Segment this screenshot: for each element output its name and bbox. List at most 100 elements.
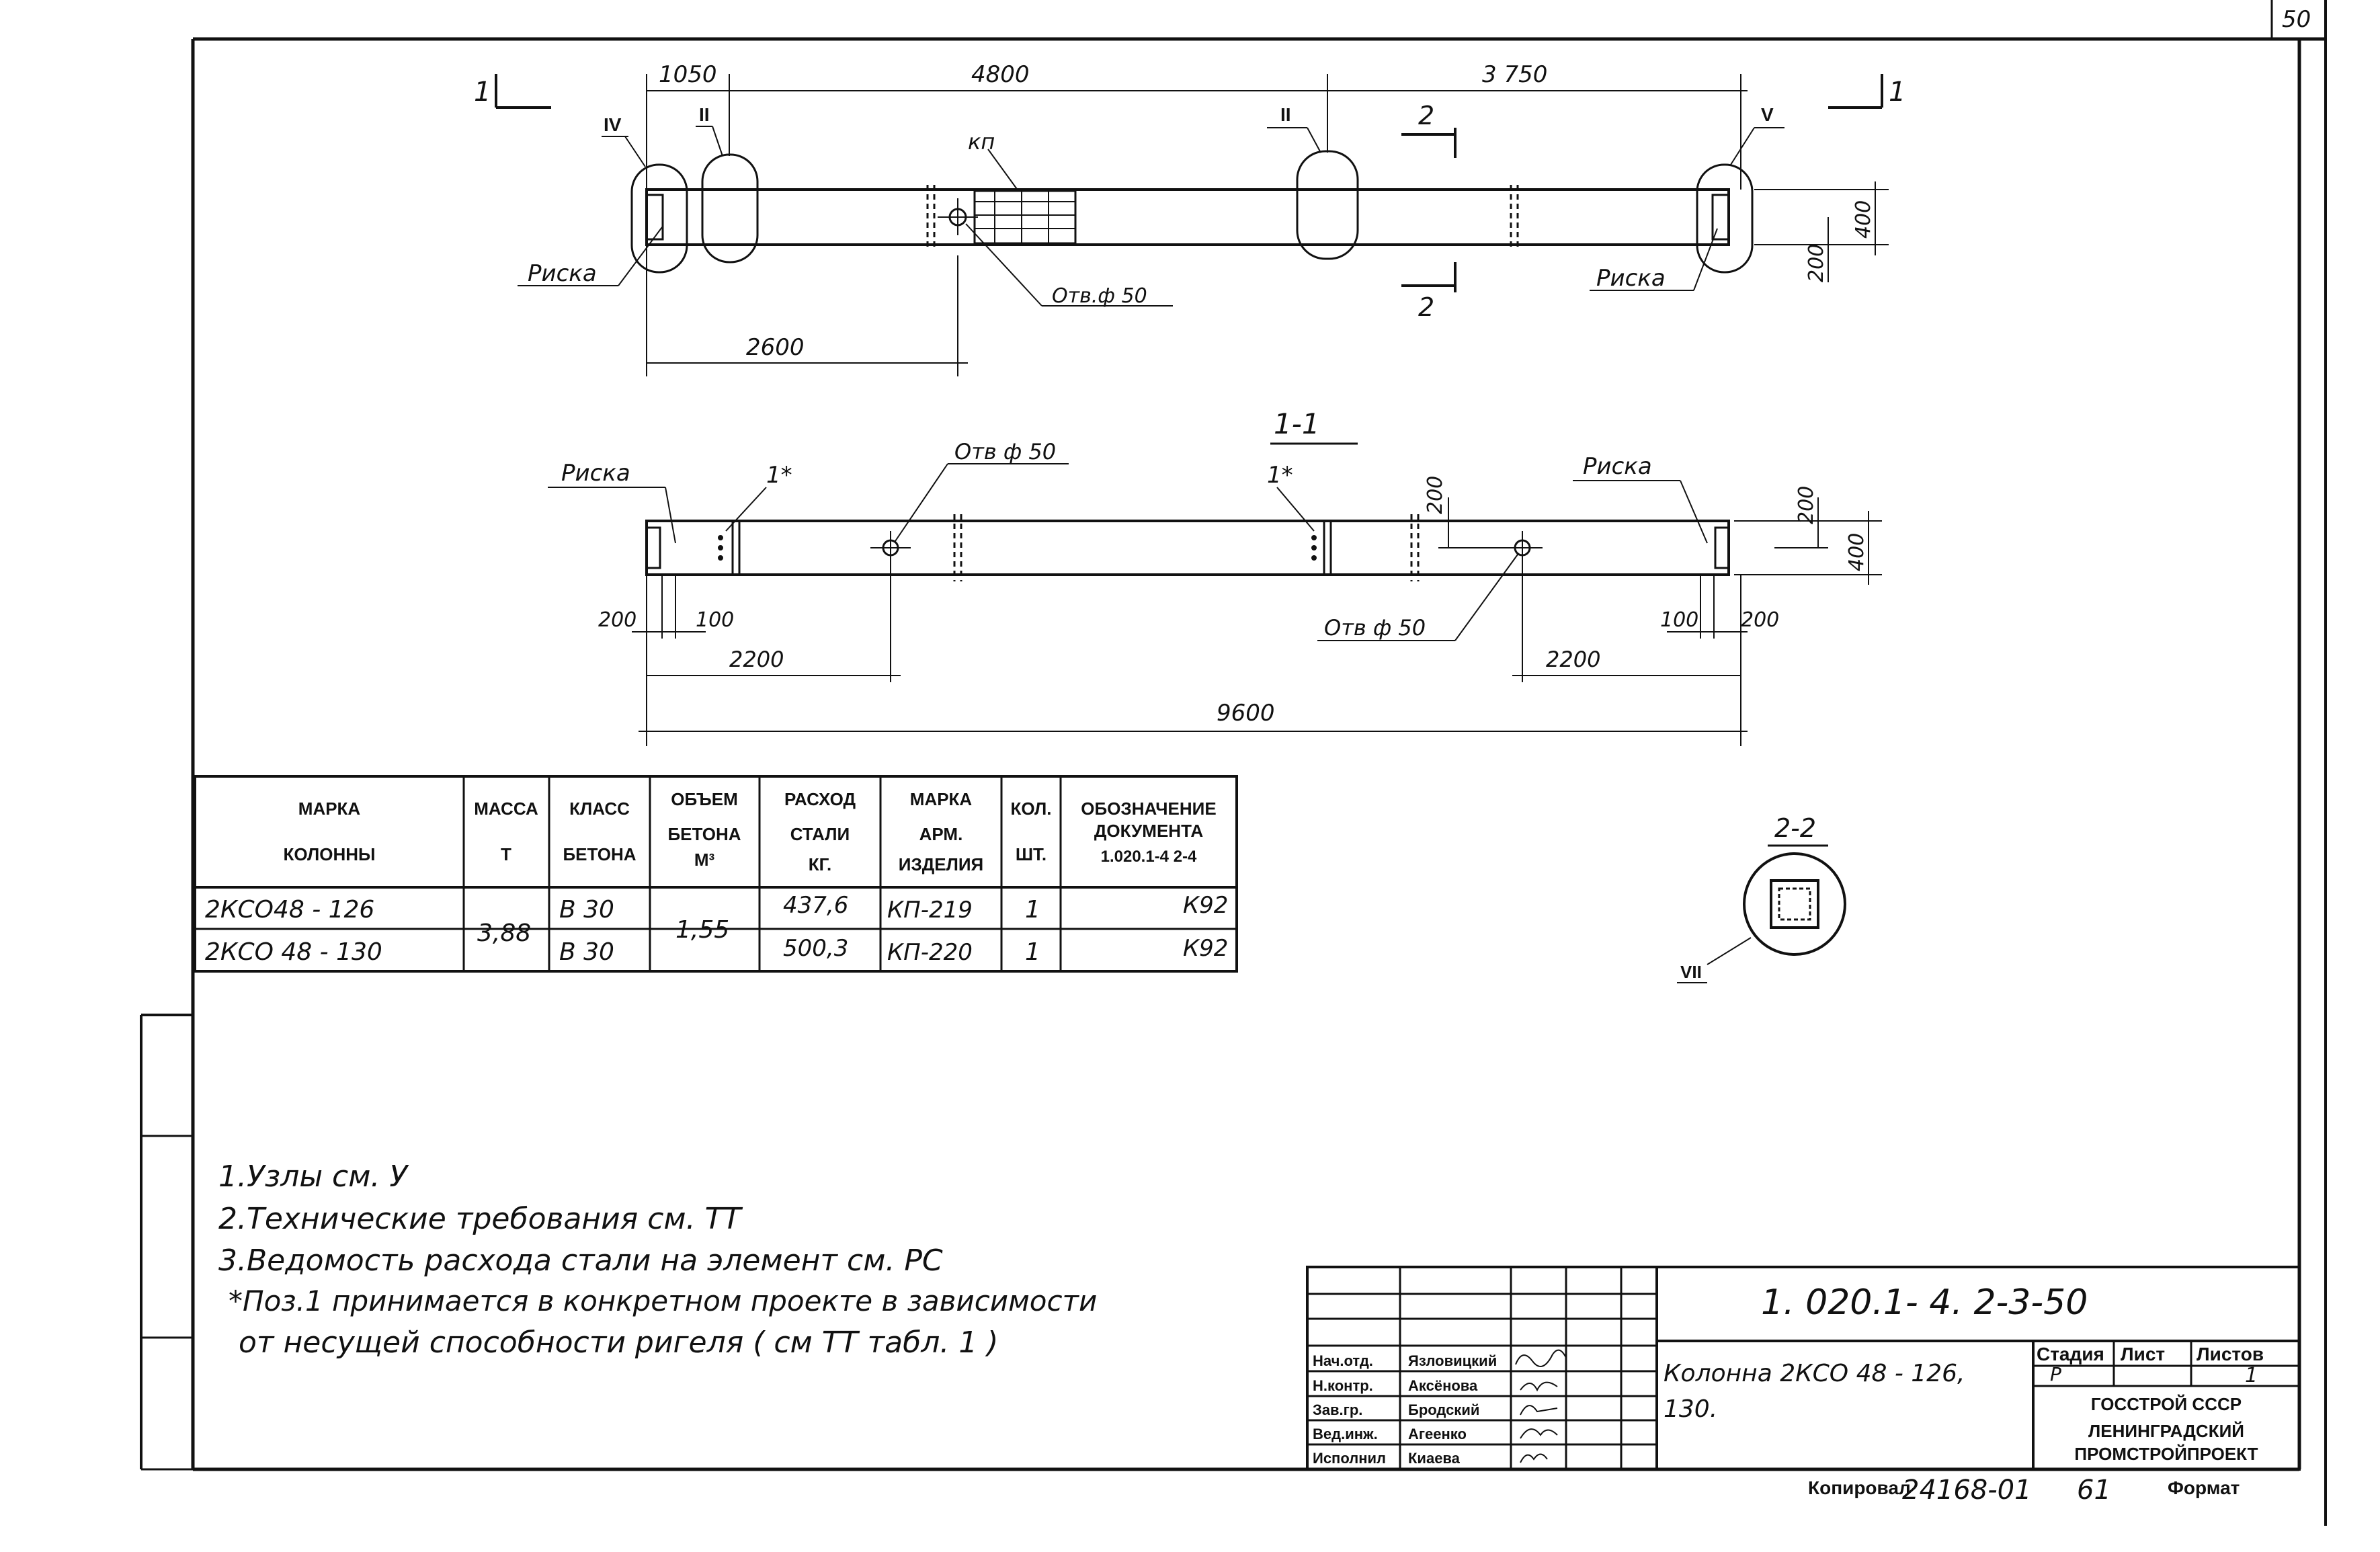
name-5: Киаева xyxy=(1408,1450,1461,1467)
section-dim-400: 400 xyxy=(1845,533,1869,571)
org-3: ПРОМСТРОЙПРОЕКТ xyxy=(2074,1444,2258,1464)
node-oval-ii-right xyxy=(1296,150,1359,260)
format-label: Формат xyxy=(2168,1477,2240,1498)
plan-hole-label: Отв.ф 50 xyxy=(1052,284,1147,308)
hdr-oboz-1: ОБОЗНАЧЕНИЕ xyxy=(1081,799,1216,819)
plan-dim-200: 200 xyxy=(1805,244,1828,282)
section-risk-right-label: Риска xyxy=(1583,453,1652,480)
section-1-left: 1 xyxy=(474,77,491,108)
hdr-marka-2: КОЛОННЫ xyxy=(284,844,376,864)
note-2: 2.Технические требования см. ТТ xyxy=(218,1202,743,1236)
plan-risk-left-label: Риска xyxy=(528,260,597,287)
section-2-top: 2 xyxy=(1418,101,1434,130)
sheet-value: 1 xyxy=(2245,1364,2258,1387)
org-1: ГОССТРОЙ СССР xyxy=(2091,1394,2242,1414)
role-1: Нач.отд. xyxy=(1313,1352,1373,1369)
row2-steel: 500,3 xyxy=(783,935,848,962)
massa-value: 3,88 xyxy=(477,920,531,947)
section-1-right: 1 xyxy=(1889,77,1905,108)
row2-doc: К92 xyxy=(1183,935,1228,962)
hdr-obyem-1: ОБЪЕМ xyxy=(671,789,738,809)
hdr-obyem-2: БЕТОНА xyxy=(667,824,741,844)
sheets-label: Листов xyxy=(2197,1344,2264,1364)
note-3: 3.Ведомость расхода стали на элемент см.… xyxy=(218,1243,943,1278)
section-hole-label-bottom: Отв ф 50 xyxy=(1324,615,1426,641)
row1-marka: 2КСО48 - 126 xyxy=(205,896,374,924)
node-mark-ii-right: II xyxy=(1280,104,1291,125)
hdr-arm-3: ИЗДЕЛИЯ xyxy=(899,854,983,874)
role-4: Вед.инж. xyxy=(1313,1426,1378,1442)
doc-code: 1. 020.1- 4. 2-3-50 xyxy=(1761,1282,2088,1323)
org-2: ЛЕНИНГРАДСКИЙ xyxy=(2088,1421,2244,1441)
node-mark-v: V xyxy=(1761,104,1774,125)
plan-view: кп Отв.ф 50 IV II II V Риска Риска xyxy=(474,61,1905,376)
name-4: Агеенко xyxy=(1408,1426,1467,1442)
element-name-2: 130. xyxy=(1664,1395,1717,1423)
section-dim-100-right: 100 xyxy=(1660,608,1698,632)
footer: Копировал 24168-01 61 Формат xyxy=(1808,1475,2240,1506)
hdr-arm-1: МАРКА xyxy=(910,789,973,809)
dim-2600: 2600 xyxy=(746,334,805,361)
notes: 1.Узлы см. У 2.Технические требования см… xyxy=(218,1159,1097,1360)
note-5: от несущей способности ригеля ( см ТТ та… xyxy=(239,1325,998,1360)
hdr-raskhod-1: РАСХОД xyxy=(784,789,856,809)
dim-1050: 1050 xyxy=(659,61,717,88)
dim-3750: 3 750 xyxy=(1482,61,1547,88)
role-2: Н.контр. xyxy=(1313,1377,1373,1394)
hdr-marka-1: МАРКА xyxy=(298,799,361,819)
section-risk-left-label: Риска xyxy=(561,460,630,487)
kp-label: кп xyxy=(968,129,995,155)
hdr-obyem-3: М³ xyxy=(694,850,715,870)
plan-risk-right-label: Риска xyxy=(1596,265,1666,292)
section-1-1-view: 1-1 Риска Риска 1* 1* Отв xyxy=(548,407,1882,746)
row1-steel: 437,6 xyxy=(783,892,848,919)
element-name-1: Колонна 2КСО 48 - 126, xyxy=(1664,1360,1965,1387)
section-hole-label-top: Отв ф 50 xyxy=(954,439,1056,464)
hdr-massa-2: Т xyxy=(501,844,511,864)
node-oval-iv xyxy=(630,163,688,274)
column-section-body xyxy=(645,520,1730,576)
sheet-no: 61 xyxy=(2077,1475,2111,1506)
section-2-2-circle xyxy=(1743,852,1846,956)
obyem-value: 1,55 xyxy=(675,916,729,944)
column-plan-body xyxy=(645,188,1730,246)
node-mark-ii-left: II xyxy=(699,104,710,125)
copied-label: Копировал xyxy=(1808,1477,1911,1498)
hdr-kol-2: ШТ. xyxy=(1016,844,1047,864)
stage-value: Р xyxy=(2050,1363,2061,1385)
section-2-2-title: 2-2 xyxy=(1774,813,1816,843)
signatures xyxy=(1515,1349,1567,1463)
hdr-arm-2: АРМ. xyxy=(919,824,963,844)
row1-klass: В 30 xyxy=(559,896,614,924)
row1-arm: КП-219 xyxy=(887,897,973,924)
name-1: Язловицкий xyxy=(1408,1352,1497,1369)
name-3: Бродский xyxy=(1408,1401,1479,1418)
section-dim-200-left: 200 xyxy=(598,608,637,632)
note-1: 1.Узлы см. У xyxy=(218,1159,409,1194)
section-dim-9600: 9600 xyxy=(1217,700,1275,727)
dim-4800: 4800 xyxy=(971,61,1030,88)
row2-klass: В 30 xyxy=(559,938,614,966)
node-mark-iv: IV xyxy=(604,114,622,135)
role-3: Зав.гр. xyxy=(1313,1401,1362,1418)
section-pos-mark-left: 1* xyxy=(766,462,792,489)
row1-qty: 1 xyxy=(1025,896,1040,924)
hdr-raskhod-3: КГ. xyxy=(809,854,832,874)
note-4: *Поз.1 принимается в конкретном проекте … xyxy=(229,1284,1097,1317)
title-block: Нач.отд. Язловицкий Н.контр. Аксёнова За… xyxy=(1306,1266,2301,1471)
section-dim-100-left: 100 xyxy=(696,608,734,632)
hdr-klass-2: БЕТОНА xyxy=(563,844,636,864)
section-dim-200-right-bottom: 200 xyxy=(1741,608,1779,632)
section-dim-2200-left: 2200 xyxy=(729,647,784,672)
hdr-oboz-3: 1.020.1-4 2-4 xyxy=(1101,848,1197,866)
copy-number: 24168-01 xyxy=(1902,1475,2032,1506)
row1-doc: К92 xyxy=(1183,892,1228,919)
kp-area xyxy=(973,190,1077,245)
section-dim-200-mid: 200 xyxy=(1424,476,1447,514)
section-1-1-title: 1-1 xyxy=(1274,407,1320,440)
role-5: Исполнил xyxy=(1313,1450,1386,1467)
section-2-2-view: 2-2 VII xyxy=(1677,813,1846,983)
section-2-bottom: 2 xyxy=(1418,292,1434,322)
section-pos-mark-right: 1* xyxy=(1267,462,1293,489)
